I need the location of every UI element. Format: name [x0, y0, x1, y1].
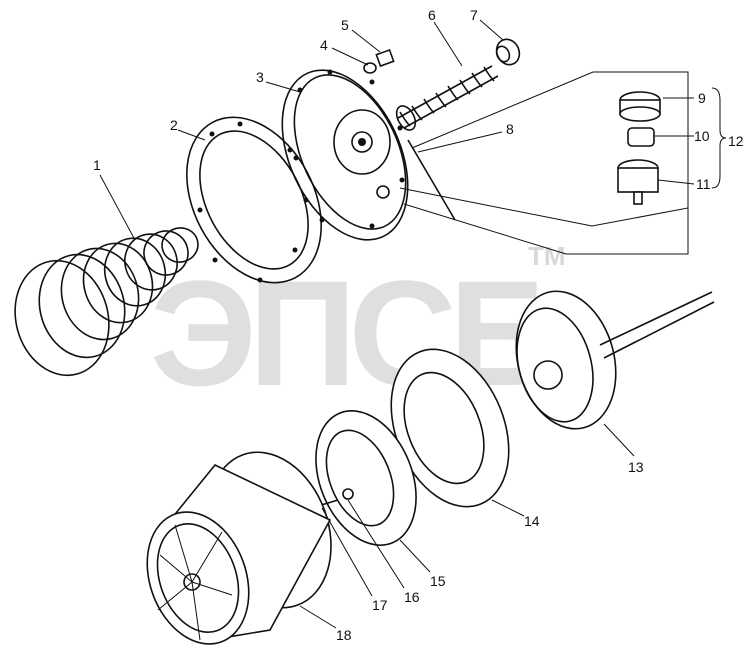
- part-9-nut: [619, 91, 661, 122]
- callout-labels: 1 2 3 4 5 6 7 8 9 10 11 12 13 14 15 16 1…: [93, 7, 744, 643]
- callout-9: 9: [698, 90, 706, 106]
- callout-3: 3: [256, 69, 264, 85]
- part-11-valve: [617, 159, 659, 205]
- leader-lines: [99, 19, 695, 629]
- callout-12: 12: [728, 133, 744, 149]
- callout-15: 15: [430, 573, 446, 589]
- part-3-cover-plate: [281, 69, 409, 241]
- watermark-trademark: TM: [528, 241, 566, 271]
- callout-16: 16: [404, 589, 420, 605]
- callout-11: 11: [696, 176, 711, 192]
- callout-17: 17: [372, 597, 388, 613]
- callout-14: 14: [524, 513, 540, 529]
- callout-2: 2: [170, 117, 178, 133]
- part-6-spring: [395, 65, 499, 131]
- part-1-conical-spring: [14, 227, 199, 377]
- callout-10: 10: [694, 128, 710, 144]
- callout-1: 1: [93, 157, 101, 173]
- part-10-insert: [627, 127, 655, 147]
- part-13-piston: [515, 290, 715, 430]
- callout-5: 5: [341, 17, 349, 33]
- part-8-rod: [407, 139, 456, 221]
- part-15-ring: [315, 410, 417, 546]
- watermark: ЭПСБ TM: [150, 241, 566, 417]
- part-group-12-box: [399, 71, 689, 255]
- callout-8: 8: [506, 121, 514, 137]
- part-4-washer: [363, 62, 377, 74]
- part-5-nut: [375, 48, 395, 68]
- part-16-pin: [342, 488, 354, 500]
- callout-4: 4: [320, 37, 328, 53]
- callout-18: 18: [336, 627, 352, 643]
- part-7-cap-nut: [495, 38, 521, 66]
- callout-13: 13: [628, 459, 644, 475]
- part-18-drum: [146, 451, 332, 645]
- callout-7: 7: [470, 7, 478, 23]
- callout-6: 6: [428, 7, 436, 23]
- bracket-12: [711, 87, 727, 189]
